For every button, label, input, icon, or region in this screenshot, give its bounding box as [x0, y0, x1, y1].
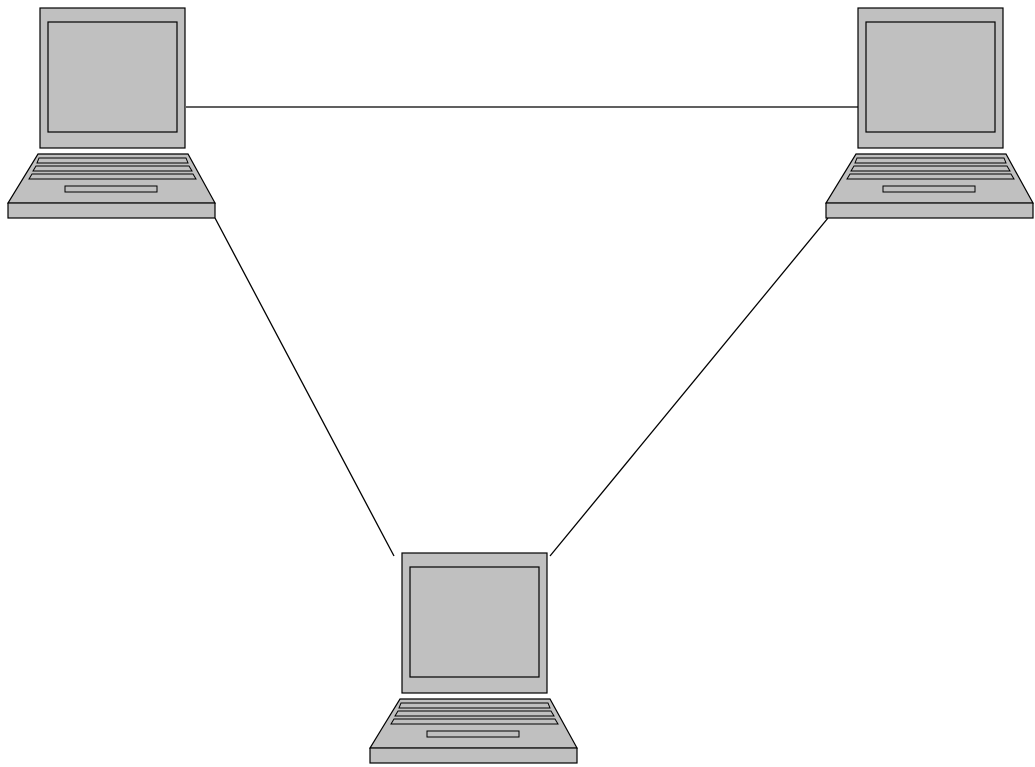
laptop-display [48, 22, 177, 132]
laptop-key-row [37, 158, 188, 163]
laptop-base [370, 748, 577, 763]
laptop-base [8, 203, 215, 218]
laptop-key-row [391, 719, 558, 724]
laptop-key-row [851, 166, 1010, 171]
laptop-base [826, 203, 1033, 218]
laptop-key-row [395, 711, 554, 716]
laptop-touchpad [427, 731, 519, 737]
laptop-key-row [399, 703, 550, 708]
laptop-key-row [29, 174, 196, 179]
laptop-display [866, 22, 995, 132]
laptop-touchpad [883, 186, 975, 192]
laptop-key-row [847, 174, 1014, 179]
laptop-key-row [33, 166, 192, 171]
laptop-key-row [855, 158, 1006, 163]
laptop-touchpad [65, 186, 157, 192]
laptop-display [410, 567, 539, 677]
